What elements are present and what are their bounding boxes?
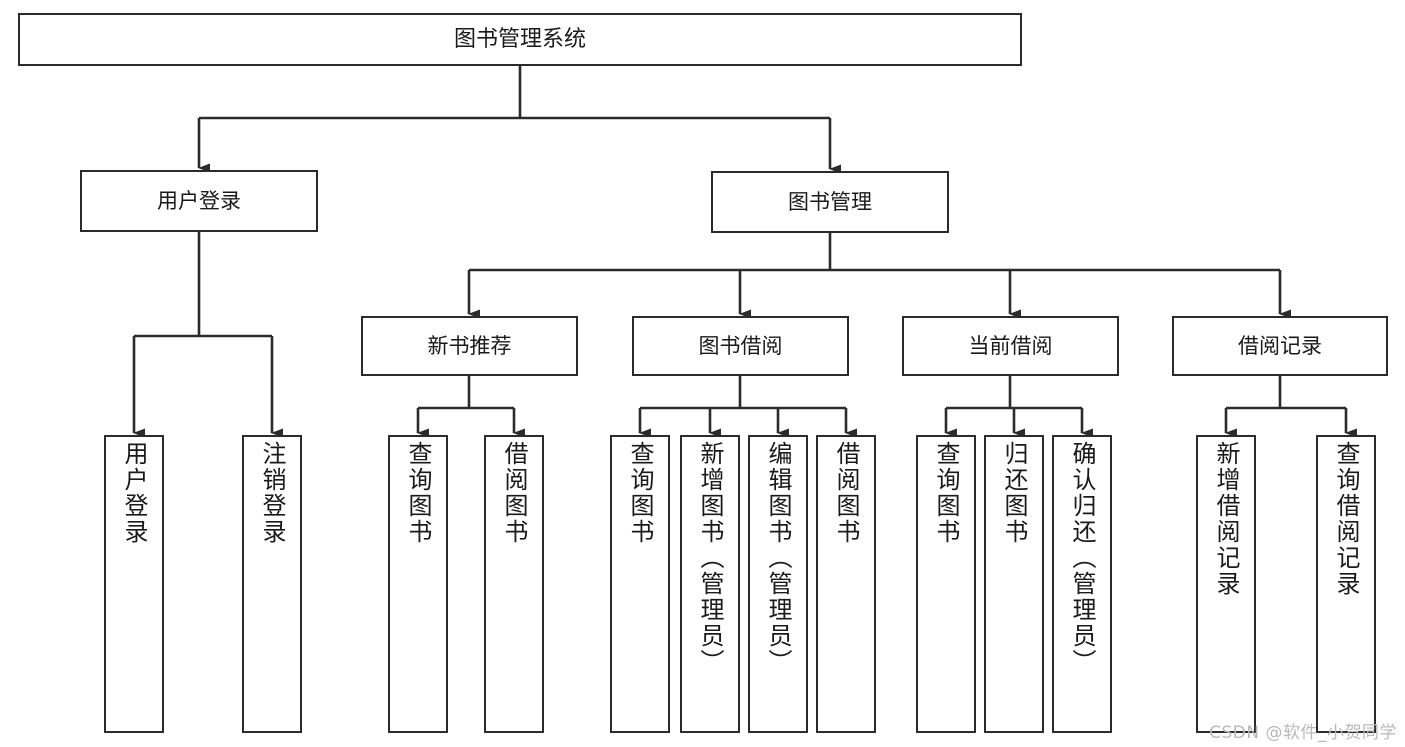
node-leaf-edit-book[interactable]: 编辑图书（管理员） [748, 435, 808, 733]
node-new-book-rec[interactable]: 新书推荐 [361, 316, 578, 376]
node-leaf-query-book-1-label: 查询图书 [404, 441, 432, 545]
node-leaf-borrow-book-1[interactable]: 借阅图书 [484, 435, 544, 733]
node-leaf-query-book-3-label: 查询图书 [932, 441, 960, 545]
node-book-borrow-label: 图书借阅 [698, 333, 783, 358]
node-leaf-add-book[interactable]: 新增图书（管理员） [680, 435, 740, 733]
node-book-borrow[interactable]: 图书借阅 [632, 316, 849, 376]
node-leaf-query-book-3[interactable]: 查询图书 [916, 435, 976, 733]
node-leaf-confirm-return[interactable]: 确认归还（管理员） [1052, 435, 1112, 733]
node-borrow-record-label: 借阅记录 [1238, 333, 1322, 358]
node-current-borrow[interactable]: 当前借阅 [902, 316, 1119, 376]
node-leaf-query-book-2[interactable]: 查询图书 [610, 435, 670, 733]
node-leaf-borrow-book-2[interactable]: 借阅图书 [816, 435, 876, 733]
node-leaf-user-login[interactable]: 用户登录 [104, 435, 164, 733]
node-book-manage-label: 图书管理 [788, 189, 872, 214]
node-leaf-user-login-label: 用户登录 [120, 441, 148, 545]
node-leaf-query-record[interactable]: 查询借阅记录 [1316, 435, 1376, 733]
node-leaf-add-record-label: 新增借阅记录 [1212, 441, 1240, 597]
node-leaf-borrow-book-2-label: 借阅图书 [832, 441, 860, 545]
node-new-book-rec-label: 新书推荐 [427, 333, 512, 358]
node-leaf-query-book-2-label: 查询图书 [626, 441, 654, 545]
node-leaf-user-logout-label: 注销登录 [258, 441, 286, 545]
node-root[interactable]: 图书管理系统 [18, 13, 1022, 66]
node-leaf-user-logout[interactable]: 注销登录 [242, 435, 302, 733]
node-root-label: 图书管理系统 [453, 26, 586, 52]
node-leaf-add-record[interactable]: 新增借阅记录 [1196, 435, 1256, 733]
node-leaf-confirm-return-label: 确认归还（管理员） [1068, 441, 1096, 675]
node-user-login[interactable]: 用户登录 [80, 170, 318, 232]
node-leaf-return-book-label: 归还图书 [1000, 441, 1028, 545]
node-book-manage[interactable]: 图书管理 [711, 171, 949, 233]
node-leaf-add-book-label: 新增图书（管理员） [696, 441, 724, 675]
node-borrow-record[interactable]: 借阅记录 [1172, 316, 1388, 376]
node-current-borrow-label: 当前借阅 [968, 333, 1053, 358]
node-leaf-query-book-1[interactable]: 查询图书 [388, 435, 448, 733]
node-leaf-query-record-label: 查询借阅记录 [1332, 441, 1360, 597]
node-leaf-return-book[interactable]: 归还图书 [984, 435, 1044, 733]
node-user-login-label: 用户登录 [157, 188, 241, 213]
node-leaf-edit-book-label: 编辑图书（管理员） [764, 441, 792, 675]
node-leaf-borrow-book-1-label: 借阅图书 [500, 441, 528, 545]
